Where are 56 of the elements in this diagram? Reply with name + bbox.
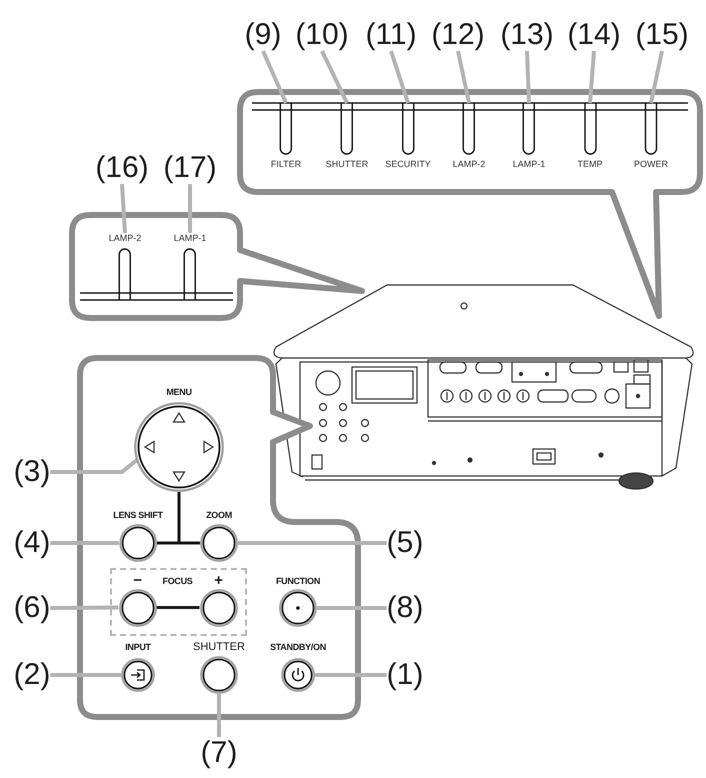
- indicator-label: POWER: [634, 159, 668, 169]
- callout-number: (17): [163, 152, 217, 184]
- leader-line: [317, 606, 387, 610]
- callout-number: (6): [14, 592, 50, 624]
- callout-number: (3): [14, 456, 50, 488]
- callout-number: (16): [95, 152, 149, 184]
- callout-number: (4): [14, 527, 50, 559]
- callout-number: (14): [567, 19, 621, 51]
- connector-line: [178, 492, 200, 544]
- leader-line: [649, 50, 664, 104]
- indicator-label: LAMP-1: [512, 159, 546, 169]
- callout-number: (9): [244, 19, 282, 51]
- control-label: INPUT: [125, 642, 151, 652]
- callout-number: (8): [386, 592, 424, 624]
- control-label: FUNCTION: [276, 576, 320, 586]
- leader-line: [120, 184, 127, 234]
- indicator-label: LAMP-1: [174, 233, 206, 243]
- callout-number: (15): [635, 19, 689, 51]
- indicator-label: LAMP-2: [452, 159, 486, 169]
- callout-number: (10): [295, 19, 349, 51]
- connector-line: [156, 606, 200, 609]
- callout-number: (12): [431, 19, 485, 51]
- leader-line: [50, 541, 119, 545]
- indicator-label: FILTER: [270, 159, 302, 169]
- leader-line: [588, 50, 596, 104]
- control-label: ZOOM: [206, 510, 232, 520]
- leader-line: [50, 673, 121, 677]
- callout-number: (7): [200, 737, 238, 769]
- leader-line: [456, 50, 471, 104]
- leader-line: [217, 694, 221, 737]
- callout-number: (5): [386, 527, 424, 559]
- callout-number: (1): [386, 659, 424, 691]
- dashed-frame: [110, 568, 247, 636]
- leader-line: [50, 606, 119, 610]
- control-label: FOCUS: [162, 576, 192, 586]
- leader-line: [320, 50, 349, 104]
- callout-number: (2): [14, 659, 50, 691]
- control-label: +: [214, 574, 223, 588]
- indicator-label: TEMP: [578, 159, 602, 169]
- leader-line: [238, 541, 387, 545]
- indicator-label: LAMP-2: [108, 233, 142, 243]
- control-label: MENU: [166, 387, 192, 397]
- control-label: SHUTTER: [193, 640, 245, 654]
- control-label: STANDBY/ON: [270, 642, 326, 652]
- control-label: −: [133, 574, 142, 588]
- callout-number: (11): [365, 19, 417, 51]
- indicator-label: SHUTTER: [326, 159, 368, 169]
- leader-line: [261, 50, 288, 104]
- indicator-label: SECURITY: [385, 159, 431, 169]
- leader-line: [50, 458, 138, 474]
- leader-line: [525, 50, 531, 104]
- leader-line: [188, 184, 192, 233]
- callout-number: (13): [500, 19, 554, 51]
- leader-line: [315, 673, 387, 677]
- control-label: LENS SHIFT: [113, 510, 163, 520]
- leader-line: [389, 50, 410, 104]
